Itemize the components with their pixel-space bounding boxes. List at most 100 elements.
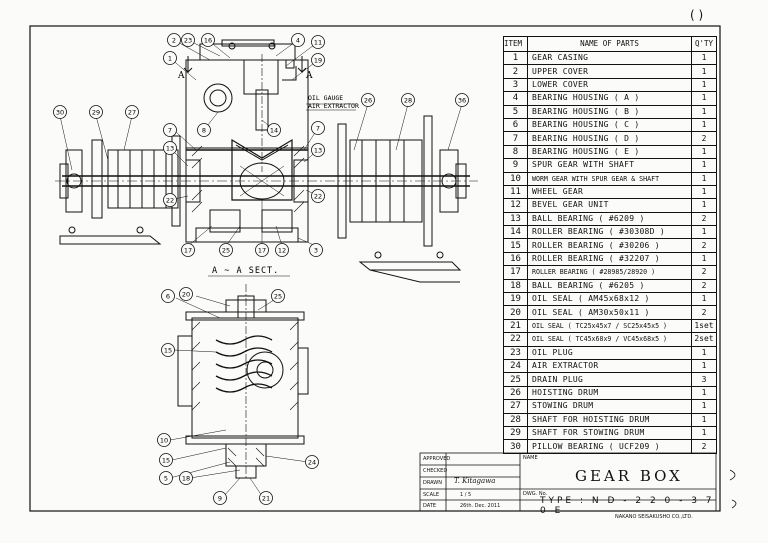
quantity-cell: 1 [691, 358, 717, 374]
part-name-cell: SHAFT FOR HOISTING DRUM [527, 412, 692, 427]
quantity-cell: 1 [691, 425, 717, 441]
callout-circle [305, 455, 319, 469]
approved-label: APPROVED [423, 456, 451, 462]
section-arrow-right [297, 56, 307, 74]
callout-number: 13 [166, 144, 174, 152]
callout-circle [311, 35, 325, 49]
callout-number: 13 [314, 146, 322, 154]
callout-circle [163, 123, 177, 137]
item-no-cell: 16 [503, 251, 528, 267]
quantity-cell: 1 [691, 345, 717, 360]
item-no-cell: 21 [503, 318, 528, 334]
part-name-cell: PILLOW BEARING ( UCF209 ) [527, 439, 692, 454]
item-no-cell: 9 [503, 158, 528, 173]
callout-number: 2 [172, 36, 176, 44]
callout-number: 4 [296, 36, 300, 44]
callout-circle [311, 121, 325, 135]
manufacturer-name: NAKANO SEISAKUSHO CO.,LTD. [615, 514, 693, 520]
callout-number: 12 [278, 246, 286, 254]
callout-circle [53, 105, 67, 119]
part-name-cell: BEARING HOUSING ( E ) [527, 144, 692, 160]
part-name-cell: ROLLER BEARING ( #30308D ) [527, 225, 692, 240]
item-no-cell: 26 [503, 385, 528, 401]
callout-number: 14 [270, 126, 278, 134]
quantity-cell: 2set [691, 332, 717, 347]
item-no-header: ITEM No. [503, 36, 528, 52]
callout-number: 22 [166, 196, 174, 204]
quantity-cell: 1 [691, 144, 717, 160]
quantity-cell: 2 [691, 278, 717, 294]
item-no-cell: 6 [503, 117, 528, 133]
stowing-drum [91, 135, 181, 227]
drawing-title: GEAR BOX [575, 467, 683, 485]
part-name-cell: WHEEL GEAR [527, 184, 692, 200]
callout-circle [181, 33, 195, 47]
hoisting-drum [337, 115, 433, 247]
date-label: DATE [423, 503, 437, 509]
sheet-number-mark: ( ) [690, 8, 704, 22]
callout-number: 1 [168, 54, 172, 62]
quantity-cell: 2 [691, 131, 717, 146]
callout-circle [455, 93, 469, 107]
quantity-cell: 1 [691, 198, 717, 213]
quantity-cell: 1 [691, 117, 717, 133]
quantity-cell: 1 [691, 171, 717, 186]
callout-circle [311, 53, 325, 67]
callout-circle [159, 471, 173, 485]
callout-number: 23 [184, 36, 192, 44]
sheet-border [29, 25, 721, 512]
quantity-cell: 2 [691, 238, 717, 253]
part-name-cell: OIL PLUG [527, 345, 692, 360]
qty-header: Q'TY [691, 36, 717, 52]
part-name-cell: BALL BEARING ( #6205 ) [527, 278, 692, 294]
part-name-cell: BEARING HOUSING ( B ) [527, 104, 692, 119]
left-pillow-bearing [59, 149, 83, 213]
callout-circle [157, 433, 171, 447]
callout-circle [201, 33, 215, 47]
quantity-cell: 1 [691, 184, 717, 200]
callout-number: 17 [258, 246, 266, 254]
item-no-cell: 29 [503, 425, 528, 441]
item-no-cell: 8 [503, 144, 528, 160]
item-no-cell: 13 [503, 211, 528, 227]
callout-circle [161, 343, 175, 357]
item-no-cell: 10 [503, 171, 528, 186]
callout-number: 15 [162, 456, 170, 464]
part-name-cell: GEAR CASING [527, 50, 692, 66]
item-no-cell: 1 [503, 50, 528, 66]
part-name-cell: UPPER COVER [527, 64, 692, 79]
callout-circle [291, 33, 305, 47]
part-name-cell: DRAIN PLUG [527, 372, 692, 387]
edge-marks [729, 469, 737, 509]
item-no-cell: 28 [503, 412, 528, 427]
callout-number: 9 [218, 494, 222, 502]
callout-number: 24 [308, 458, 316, 466]
part-name-cell: STOWING DRUM [527, 399, 692, 414]
callout-number: 15 [164, 346, 172, 354]
quantity-cell: 1 [691, 225, 717, 240]
part-name-cell: ROLLER BEARING ( #28985/28920 ) [527, 265, 692, 280]
callout-number: 22 [314, 192, 322, 200]
callout-circle [213, 491, 227, 505]
right-pillow-bearing [439, 149, 467, 213]
callout-number: 5 [164, 474, 168, 482]
item-no-cell: 12 [503, 198, 528, 213]
quantity-cell: 1 [691, 91, 717, 106]
quantity-cell: 1 [691, 399, 717, 414]
quantity-cell: 1 [691, 50, 717, 66]
callout-circle [219, 243, 233, 257]
callout-number: 26 [364, 96, 372, 104]
callout-number: 19 [314, 56, 322, 64]
section-title: A ~ A SECT. [212, 266, 279, 276]
